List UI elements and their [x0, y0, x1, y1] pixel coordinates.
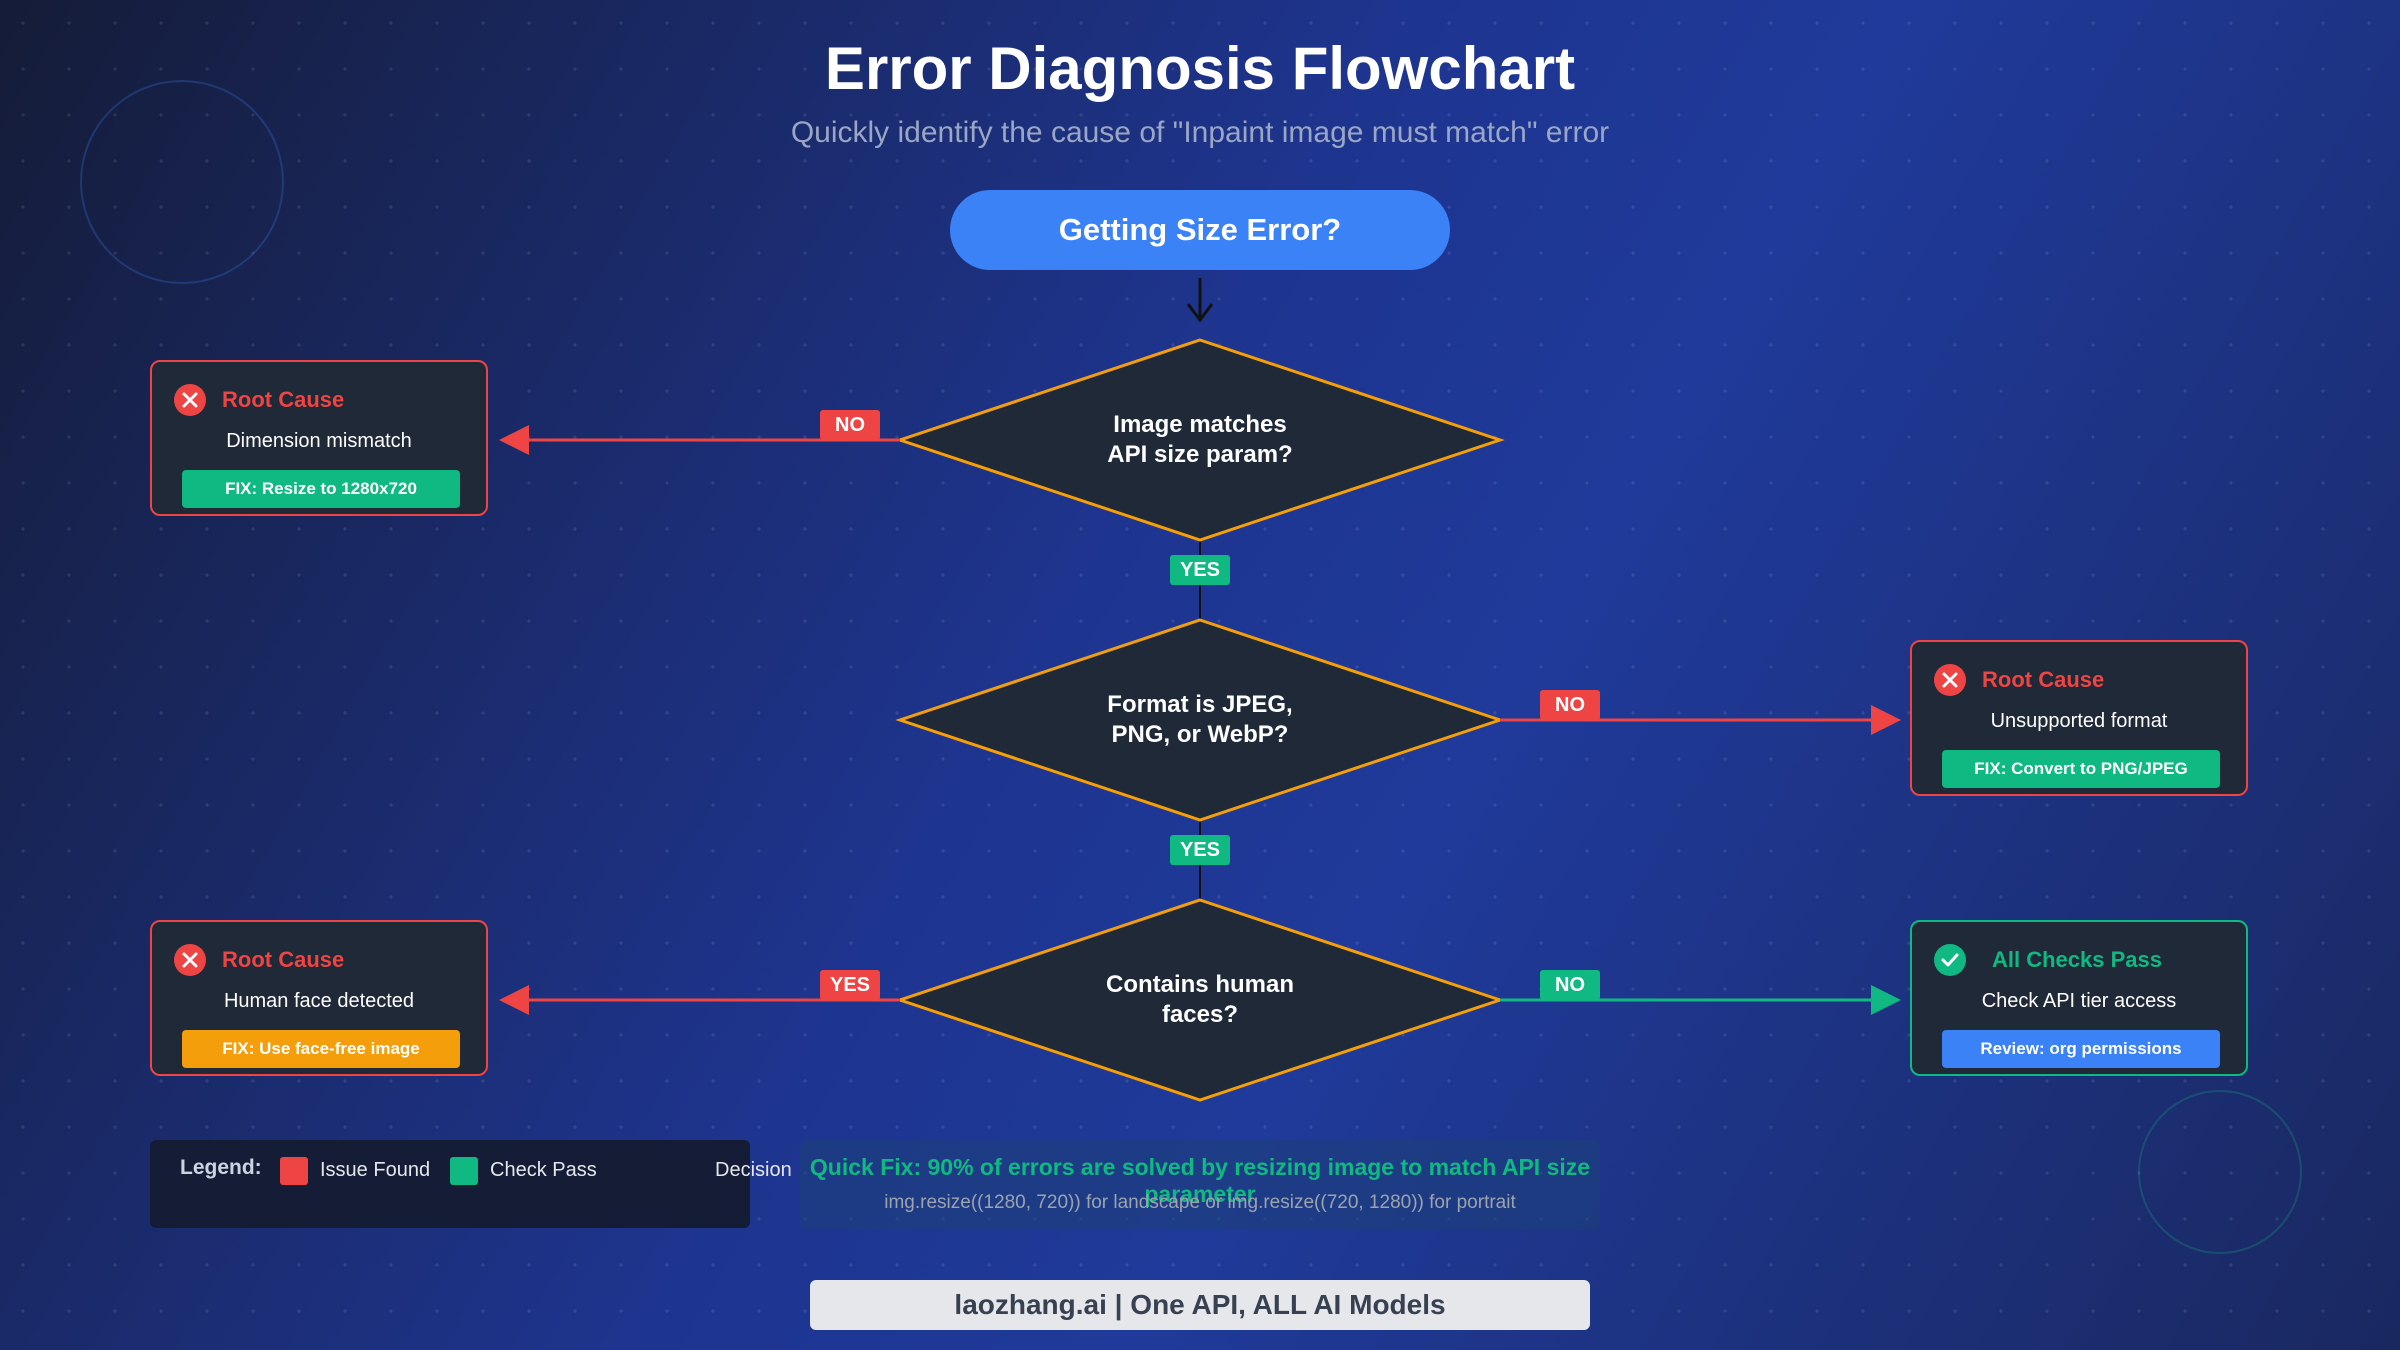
legend-pass-label: Check Pass: [490, 1159, 597, 1181]
error-x-icon: [174, 384, 206, 416]
decision-text-3: Contains human faces?: [1105, 971, 1294, 1028]
badge-d1-yes: YES: [1170, 555, 1230, 585]
legend-pass-swatch: [450, 1157, 478, 1185]
legend-issue-label: Issue Found: [320, 1159, 431, 1181]
badge-d3-no: NO: [1540, 970, 1600, 1000]
legend-issue-swatch: [280, 1157, 308, 1185]
decorative-circle-top-left: [80, 80, 284, 284]
card-title: Root Cause: [1982, 667, 2105, 692]
card-description: Dimension mismatch: [226, 430, 412, 452]
legend-title: Legend:: [180, 1156, 262, 1179]
start-node-label: Getting Size Error?: [1058, 212, 1342, 247]
start-arrow-head: [1186, 303, 1214, 323]
card-face-detected[interactable]: Root Cause Human face detected FIX: Use …: [150, 920, 488, 1076]
fix-button-resize[interactable]: FIX: Resize to 1280x720: [182, 470, 460, 508]
footer-banner[interactable]: laozhang.ai | One API, ALL AI Models: [810, 1280, 1590, 1330]
decision-diamond-1: [895, 338, 1505, 542]
error-x-icon: [1934, 664, 1966, 696]
quick-fix-title: Quick Fix: 90% of errors are solved by r…: [809, 1154, 1591, 1207]
badge-d1-no: NO: [820, 410, 880, 440]
card-description: Unsupported format: [1990, 710, 2168, 732]
start-node[interactable]: Getting Size Error?: [950, 190, 1450, 270]
quick-fix-box: Quick Fix: 90% of errors are solved by r…: [800, 1140, 1600, 1230]
card-dimension-mismatch[interactable]: Root Cause Dimension mismatch FIX: Resiz…: [150, 360, 488, 516]
fix-button-face-free[interactable]: FIX: Use face-free image: [182, 1030, 460, 1068]
decision-text-2: Format is JPEG, PNG, or WebP?: [1107, 691, 1293, 748]
card-description: Human face detected: [223, 990, 415, 1012]
card-description: Check API tier access: [1981, 990, 2177, 1012]
badge-d2-no: NO: [1540, 690, 1600, 720]
legend: Legend: Issue Found Check Pass Decision: [150, 1140, 792, 1228]
quick-fix-code: img.resize((1280, 720)) for landscape or…: [884, 1192, 1516, 1213]
badge-d3-yes: YES: [820, 970, 880, 1000]
fix-button-convert[interactable]: FIX: Convert to PNG/JPEG: [1942, 750, 2220, 788]
card-title: Root Cause: [222, 387, 345, 412]
page-subtitle: Quickly identify the cause of "Inpaint i…: [790, 116, 1610, 149]
decorative-circle-bottom-right: [2138, 1090, 2302, 1254]
review-button-permissions[interactable]: Review: org permissions: [1942, 1030, 2220, 1068]
page-title: Error Diagnosis Flowchart: [824, 35, 1576, 102]
check-icon: [1934, 944, 1966, 976]
decision-text-1: Image matches API size param?: [1107, 411, 1293, 468]
card-all-checks-pass[interactable]: All Checks Pass Check API tier access Re…: [1910, 920, 2248, 1076]
decision-diamond-3: [895, 898, 1505, 1102]
card-title: Root Cause: [222, 947, 345, 972]
error-x-icon: [174, 944, 206, 976]
legend-decision-label: Decision: [715, 1159, 792, 1181]
card-title: All Checks Pass: [1992, 947, 2162, 972]
badge-d2-yes: YES: [1170, 835, 1230, 865]
decision-diamond-2: [895, 618, 1505, 822]
card-unsupported-format[interactable]: Root Cause Unsupported format FIX: Conve…: [1910, 640, 2248, 796]
